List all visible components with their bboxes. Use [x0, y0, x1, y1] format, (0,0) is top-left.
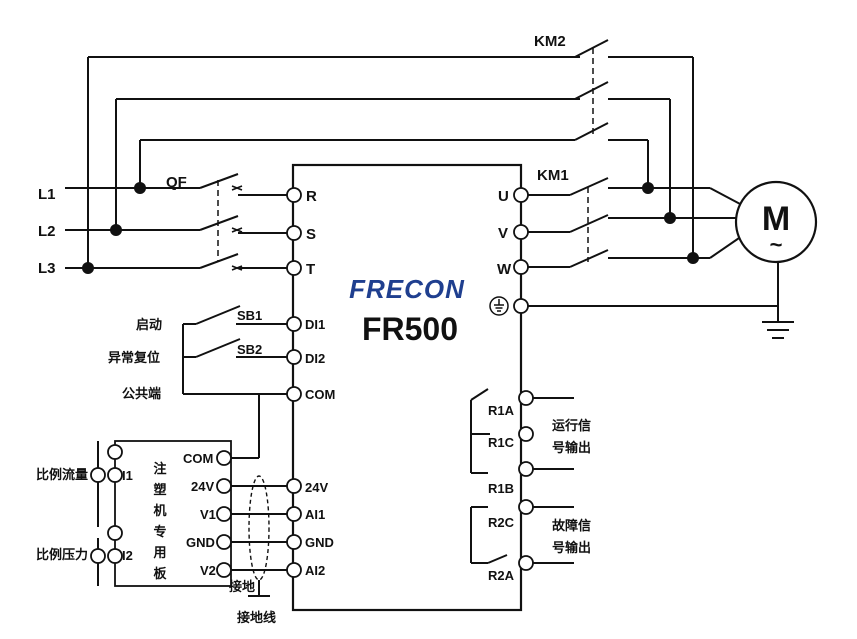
label-t: T: [306, 261, 315, 278]
label-w: W: [497, 261, 512, 278]
label-pressure: 比例压力: [36, 547, 88, 563]
motor: M ~: [734, 180, 818, 264]
sb2-label: SB2: [237, 342, 262, 357]
label-ai1: AI1: [305, 507, 325, 522]
brand-logo: FRECON: [349, 274, 465, 304]
board-i1: I1: [122, 468, 133, 483]
ground-symbol: [762, 321, 794, 339]
label-run-output-2: 号输出: [552, 440, 591, 456]
board-title-5: 用: [152, 546, 166, 561]
board-title-3: 机: [153, 503, 166, 519]
label-start: 启动: [136, 317, 162, 333]
km2-label: KM2: [534, 33, 566, 50]
label-common: 公共端: [122, 386, 161, 402]
board-24v: 24V: [191, 479, 214, 494]
label-v: V: [498, 225, 508, 242]
label-r1b: R1B: [488, 481, 514, 496]
km1-label: KM1: [537, 167, 569, 184]
label-l2: L2: [38, 223, 56, 240]
label-ai2: AI2: [305, 563, 325, 578]
breaker-x-marks: [231, 185, 243, 271]
label-ground-wire: 接地线: [237, 610, 276, 626]
motor-tilde: ~: [770, 232, 783, 257]
board-title-6: 板: [153, 566, 167, 582]
earth-terminal-icon: [489, 296, 509, 316]
injection-board: [114, 440, 232, 587]
board-i2: I2: [122, 548, 133, 563]
board-terminals: [90, 444, 232, 578]
label-r2c: R2C: [488, 515, 515, 530]
vfd-body: [291, 163, 523, 612]
board-com: COM: [183, 451, 213, 466]
label-fault-reset: 异常复位: [108, 350, 160, 366]
label-24v: 24V: [305, 480, 328, 495]
shield-loop: [248, 475, 270, 581]
label-r2a: R2A: [488, 568, 515, 583]
label-fault-output-2: 号输出: [552, 540, 591, 556]
label-r1a: R1A: [488, 403, 515, 418]
breaker-label: QF: [166, 174, 187, 191]
label-di2: DI2: [305, 351, 325, 366]
label-u: U: [498, 188, 509, 205]
label-com: COM: [305, 387, 335, 402]
label-r: R: [306, 188, 317, 205]
motor-symbol: M: [762, 200, 790, 238]
label-run-output-1: 运行信: [552, 418, 591, 434]
vfd-terminals: [286, 187, 534, 578]
board-title-1: 注: [153, 461, 166, 477]
label-ground: 接地: [229, 579, 255, 595]
label-r1c: R1C: [488, 435, 515, 450]
model-name: FR500: [362, 311, 458, 347]
board-v2: V2: [200, 563, 216, 578]
label-l3: L3: [38, 260, 56, 277]
board-title-2: 塑: [153, 482, 166, 498]
sb1-label: SB1: [237, 308, 262, 323]
label-fault-output-1: 故障信: [552, 518, 591, 534]
board-v1: V1: [200, 507, 216, 522]
label-di1: DI1: [305, 317, 325, 332]
label-s: S: [306, 226, 316, 243]
label-flow: 比例流量: [36, 467, 88, 483]
label-gnd: GND: [305, 535, 334, 550]
board-title-4: 专: [153, 524, 166, 540]
label-l1: L1: [38, 186, 56, 203]
board-gnd: GND: [186, 535, 215, 550]
